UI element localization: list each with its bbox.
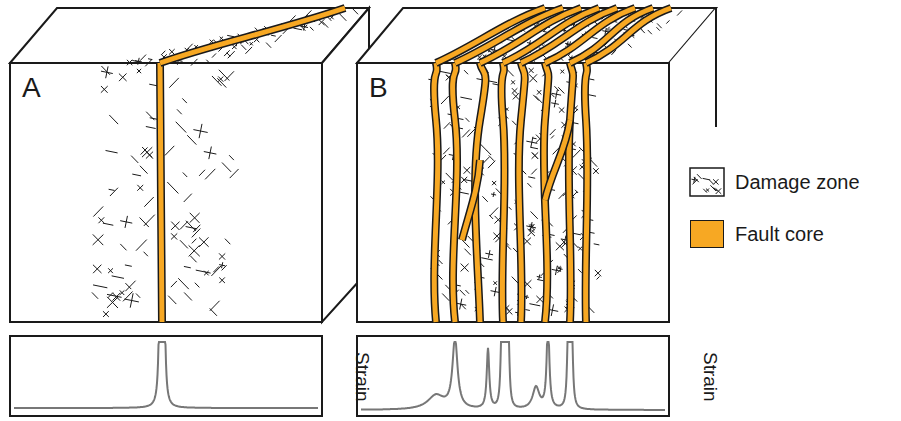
panel-letter: A <box>22 74 41 102</box>
strain-box <box>10 336 322 416</box>
block-b <box>357 8 716 322</box>
axis-label: Strain <box>353 352 372 402</box>
block-a <box>10 8 369 322</box>
legend-swatch <box>690 220 724 248</box>
legend-text: Damage zone <box>735 172 860 192</box>
damage-zone-swatch <box>690 168 724 196</box>
axis-label: Strain <box>701 352 720 402</box>
legend-text: Fault core <box>735 224 824 244</box>
strain-curve <box>14 342 318 408</box>
panel-letter: B <box>369 74 388 102</box>
strain-box <box>357 336 669 416</box>
strain-curve <box>361 342 665 410</box>
